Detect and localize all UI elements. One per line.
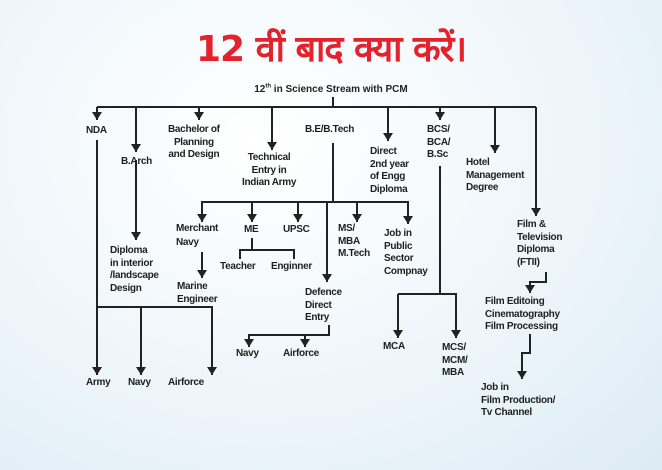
connector-line <box>239 249 295 259</box>
arrow-head-icon <box>207 367 217 375</box>
arrow-head-icon <box>531 208 541 216</box>
arrow-head-icon <box>197 214 207 222</box>
arrow-head-icon <box>267 142 277 150</box>
arrow-head-icon <box>490 145 500 153</box>
arrow-head-icon <box>197 270 207 278</box>
arrow-head-icon <box>92 367 102 375</box>
arrow-head-icon <box>352 214 362 222</box>
node-teacher: Teacher <box>220 261 256 272</box>
node-barch: B.Arch <box>121 156 152 167</box>
arrow-head-icon <box>194 112 204 120</box>
connector-line <box>521 334 531 379</box>
node-airforce-defence: Airforce <box>283 348 319 359</box>
arrow-head-icon <box>525 285 535 293</box>
node-airforce-nda: Airforce <box>168 377 204 388</box>
node-nda: NDA <box>86 125 107 136</box>
connector-line <box>248 325 330 347</box>
arrow-head-icon <box>517 371 527 379</box>
arrow-head-icon <box>300 339 310 347</box>
arrow-head-icon <box>244 339 254 347</box>
arrow-head-icon <box>435 112 445 120</box>
subtitle-sup: th <box>265 83 272 90</box>
connector-line <box>398 293 457 338</box>
node-be-btech: B.E/B.Tech <box>305 124 355 135</box>
arrow-head-icon <box>131 144 141 152</box>
node-navy-defence: Navy <box>236 348 259 359</box>
node-enginner: Enginner <box>271 261 312 272</box>
connector-line <box>529 272 547 293</box>
node-mcs-mcm-mba: MCS/MCM/MBA <box>442 342 468 378</box>
arrow-head-icon <box>247 214 257 222</box>
arrow-head-icon <box>92 112 102 120</box>
connector-line <box>201 201 409 224</box>
arrow-head-icon <box>322 274 332 282</box>
connector-line <box>97 306 213 375</box>
subtitle: 12th in Science Stream with PCM <box>0 84 662 95</box>
arrow-head-icon <box>131 232 141 240</box>
node-army: Army <box>86 377 111 388</box>
subtitle-text: in Science Stream with PCM <box>271 84 408 95</box>
subtitle-prefix: 12 <box>254 84 266 95</box>
arrow-head-icon <box>393 330 403 338</box>
node-mca: MCA <box>383 341 405 352</box>
page-title: 12 वीं बाद क्या करें। <box>195 29 467 70</box>
arrow-head-icon <box>383 133 393 141</box>
node-navy-nda: Navy <box>128 377 151 388</box>
node-bcs-bca-bsc: BCS/BCA/B.Sc <box>427 124 451 160</box>
arrow-head-icon <box>136 367 146 375</box>
node-me: ME <box>244 224 259 235</box>
arrow-head-icon <box>293 214 303 222</box>
arrow-head-icon <box>403 216 413 224</box>
arrow-head-icon <box>451 330 461 338</box>
node-upsc: UPSC <box>283 224 310 235</box>
